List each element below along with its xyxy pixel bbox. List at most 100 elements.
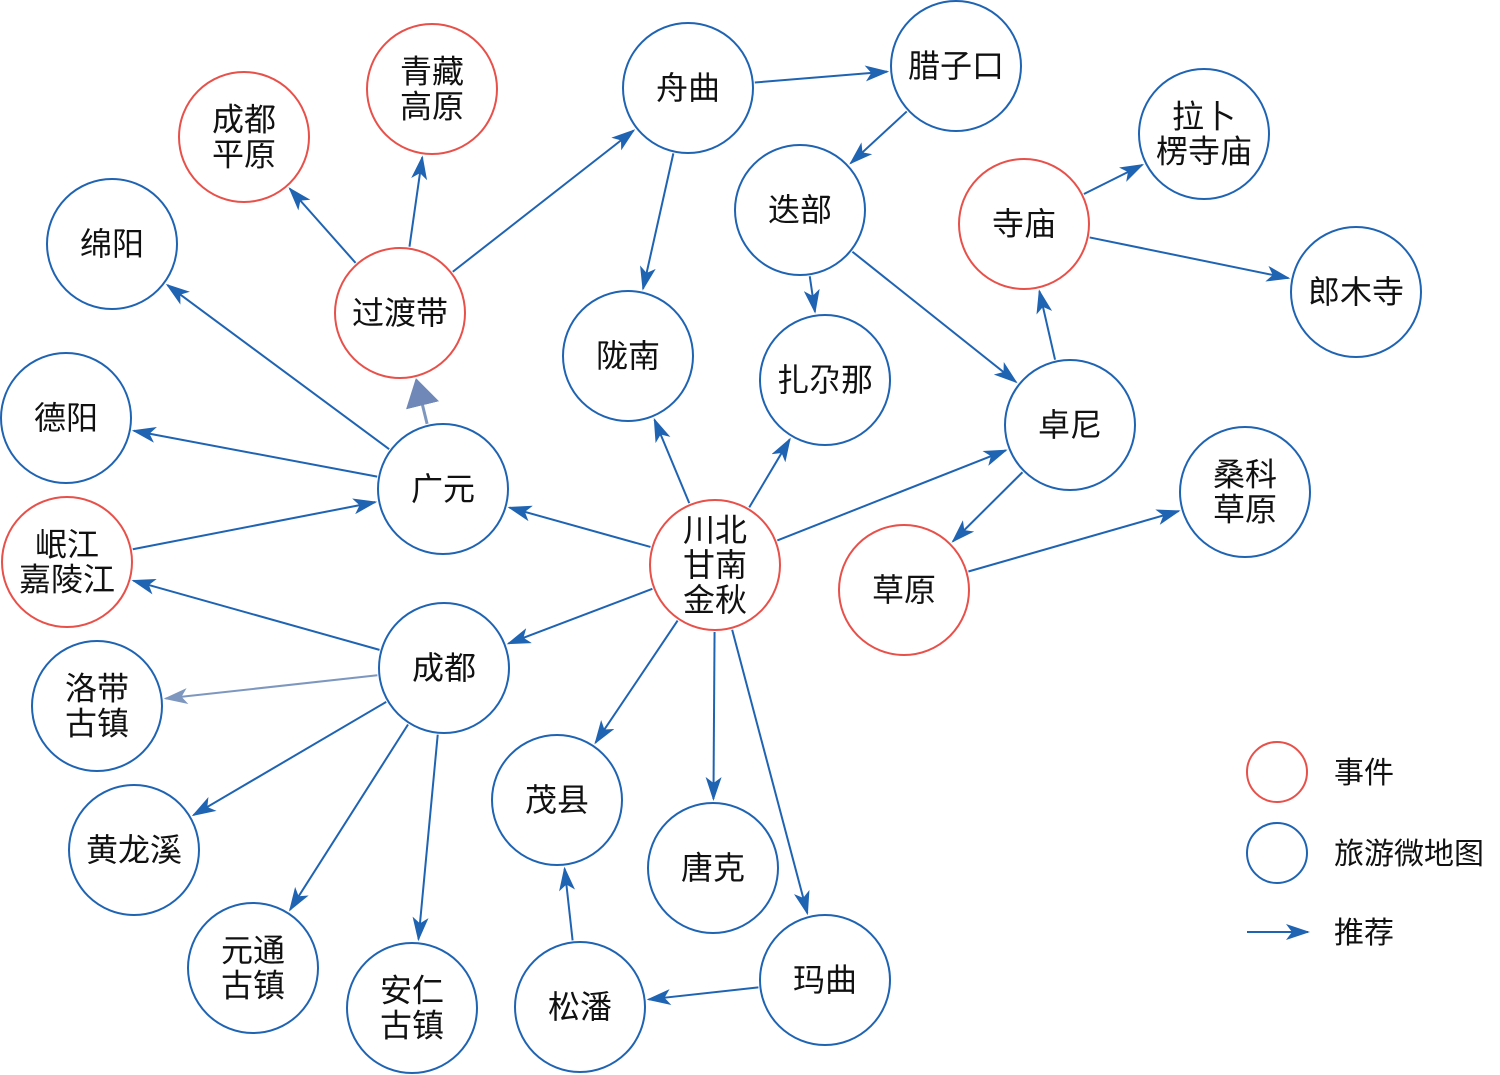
node-label: 洛带 bbox=[65, 670, 129, 708]
node-zhuoni: 卓尼 bbox=[1004, 359, 1136, 491]
node-diebu: 迭部 bbox=[734, 144, 866, 276]
node-label: 唐克 bbox=[681, 849, 745, 887]
node-circle-map bbox=[346, 942, 478, 1074]
node-circle-map bbox=[377, 423, 509, 555]
node-circle-map bbox=[890, 0, 1022, 132]
node-label: 德阳 bbox=[34, 399, 98, 437]
node-label: 扎尕那 bbox=[777, 361, 873, 399]
node-label: 绵阳 bbox=[80, 225, 144, 263]
node-label: 岷江 bbox=[35, 526, 99, 564]
edge-guangyuan-to-guoduodai bbox=[406, 378, 440, 425]
node-label: 腊子口 bbox=[908, 47, 1004, 85]
node-circle-event bbox=[366, 23, 498, 155]
edge-lazikou-to-diebu bbox=[849, 110, 908, 165]
node-circle-map bbox=[31, 640, 163, 772]
edge-chuanbei-to-longnan bbox=[653, 417, 691, 504]
node-circle-map bbox=[1179, 426, 1311, 558]
node-label: 桑科 bbox=[1213, 456, 1277, 494]
node-circle-map bbox=[647, 802, 779, 934]
edge-chengdu-to-huanglongxi bbox=[191, 701, 387, 817]
edge-minjiang-to-guangyuan bbox=[132, 498, 378, 551]
node-circle-map bbox=[759, 314, 891, 446]
node-label: 青藏 bbox=[400, 53, 464, 91]
node-circle-event bbox=[1, 496, 133, 628]
node-circle-event bbox=[178, 71, 310, 203]
node-zhouqu: 舟曲 bbox=[622, 22, 754, 154]
node-circle-map bbox=[1138, 68, 1270, 200]
node-label: 古镇 bbox=[221, 967, 285, 1005]
edges-layer bbox=[131, 65, 1291, 1005]
legend-map-label: 旅游微地图 bbox=[1334, 837, 1484, 872]
node-label: 黄龙溪 bbox=[86, 831, 182, 869]
node-label: 成都 bbox=[212, 101, 276, 139]
node-circle-event bbox=[838, 524, 970, 656]
edge-zhuoni-to-simiao bbox=[1036, 289, 1057, 360]
node-label: 茂县 bbox=[525, 781, 589, 819]
node-circle-map bbox=[0, 352, 132, 484]
edge-chuanbei-to-maqu bbox=[731, 629, 810, 916]
edge-guangyuan-to-deyang bbox=[131, 426, 378, 478]
node-circle-map bbox=[514, 941, 646, 1073]
node-tangke: 唐克 bbox=[647, 802, 779, 934]
edge-zhouqu-to-lazikou bbox=[754, 65, 890, 84]
legend-event-circle bbox=[1246, 741, 1308, 803]
node-deyang: 德阳 bbox=[0, 352, 132, 484]
edge-chuanbei-to-chengdu bbox=[506, 587, 653, 645]
node-label: 嘉陵江 bbox=[19, 561, 115, 599]
legend: 事件 旅游微地图 推荐 bbox=[1246, 741, 1484, 951]
edge-chengdu-to-minjiang bbox=[131, 578, 380, 651]
node-label: 松潘 bbox=[548, 988, 612, 1026]
node-circle-map bbox=[68, 784, 200, 916]
node-circle-event bbox=[958, 158, 1090, 290]
node-label: 过渡带 bbox=[352, 294, 448, 332]
node-label: 楞寺庙 bbox=[1156, 133, 1252, 171]
node-circle-map bbox=[759, 914, 891, 1046]
node-label: 草原 bbox=[872, 571, 936, 609]
edge-guoduodai-to-qingzang bbox=[408, 155, 428, 247]
node-label: 高原 bbox=[400, 88, 464, 126]
edge-chuanbei-to-tangke bbox=[705, 631, 722, 802]
node-label: 卓尼 bbox=[1038, 406, 1102, 444]
edge-zhouqu-to-longnan bbox=[640, 153, 675, 291]
edge-guoduodai-to-chengdu-pingyuan bbox=[288, 187, 357, 264]
node-songpan: 松潘 bbox=[514, 941, 646, 1073]
node-label: 古镇 bbox=[65, 705, 129, 743]
node-circle-map bbox=[562, 290, 694, 422]
node-label: 寺庙 bbox=[992, 205, 1056, 243]
legend-event-label: 事件 bbox=[1334, 756, 1394, 791]
node-label: 郎木寺 bbox=[1308, 273, 1404, 311]
edge-simiao-to-langmusi bbox=[1089, 236, 1291, 282]
edge-chengdu-to-yuantong bbox=[288, 723, 409, 912]
node-circle-map bbox=[734, 144, 866, 276]
node-longnan: 陇南 bbox=[562, 290, 694, 422]
node-circle-map bbox=[622, 22, 754, 154]
node-label: 安仁 bbox=[380, 972, 444, 1010]
node-circle-event bbox=[649, 499, 781, 631]
node-maqu: 玛曲 bbox=[759, 914, 891, 1046]
edge-chuanbei-to-zhuoni bbox=[776, 449, 1008, 542]
edge-chuanbei-to-zhagana bbox=[748, 437, 791, 508]
edge-maqu-to-songpan bbox=[646, 986, 759, 1005]
edge-diebu-to-zhagana bbox=[803, 276, 820, 314]
node-label: 金秋 bbox=[683, 581, 747, 619]
node-zhagana: 扎尕那 bbox=[759, 314, 891, 446]
edge-guangyuan-to-mianyang bbox=[165, 283, 390, 450]
node-circle-map bbox=[378, 602, 510, 734]
node-label: 迭部 bbox=[768, 191, 832, 229]
edge-chengdu-to-anren bbox=[412, 734, 439, 942]
edge-caoyuan-to-sangke bbox=[968, 509, 1181, 573]
edge-zhuoni-to-caoyuan bbox=[951, 471, 1024, 543]
node-label: 舟曲 bbox=[656, 69, 720, 107]
node-huanglongxi: 黄龙溪 bbox=[68, 784, 200, 916]
node-circle-event bbox=[334, 247, 466, 379]
node-chengdu: 成都 bbox=[378, 602, 510, 734]
edge-chuanbei-to-guangyuan bbox=[507, 505, 651, 548]
node-label: 古镇 bbox=[380, 1007, 444, 1045]
node-label: 元通 bbox=[221, 932, 285, 970]
